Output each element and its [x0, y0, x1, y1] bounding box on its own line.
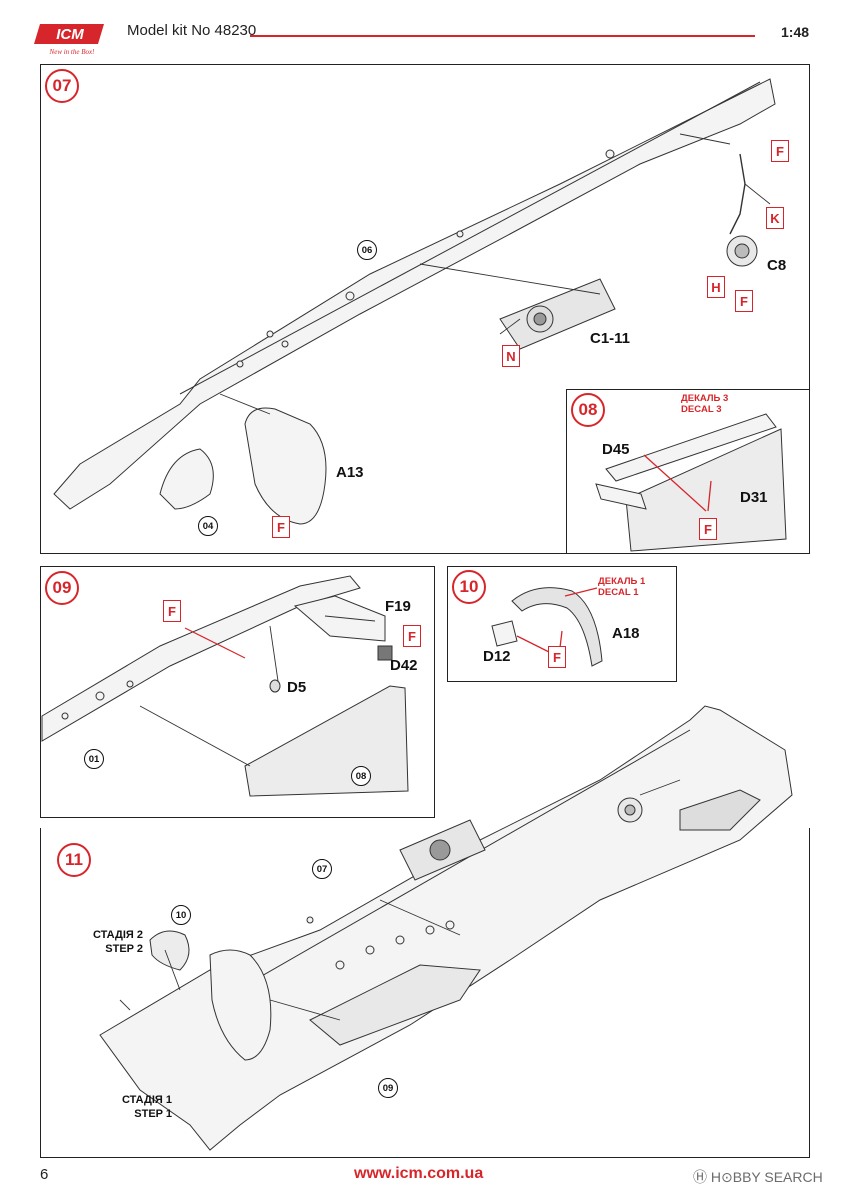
- watermark: Ⓗ H⊙BBY SEARCH: [693, 1169, 823, 1185]
- step-08-drawing: [595, 413, 787, 552]
- step-07-badge: 07: [45, 69, 79, 103]
- step-10-panel: [447, 566, 677, 682]
- svg-text:New in the Box!: New in the Box!: [49, 48, 96, 56]
- ref-01-badge: 01: [84, 749, 104, 769]
- decal-label-en: DECAL 3: [681, 404, 722, 415]
- ref-07-badge: 07: [312, 859, 332, 879]
- stage-2-label-uk: СТАДІЯ 2: [92, 929, 143, 941]
- ref-06-badge: 06: [357, 240, 377, 260]
- step-11-badge: 11: [57, 843, 91, 877]
- page-number: 6: [40, 1166, 49, 1183]
- step-11-panel: [40, 828, 810, 1158]
- part-label-f19: F19: [385, 598, 411, 615]
- part-tag-f: F: [548, 646, 566, 668]
- step-07-panel: [40, 64, 810, 554]
- decal-label-uk: ДЕКАЛЬ 1: [598, 576, 646, 587]
- ref-08-badge: 08: [351, 766, 371, 786]
- stage-1-label-uk: СТАДІЯ 1: [121, 1094, 172, 1106]
- kit-scale: 1:48: [781, 24, 810, 40]
- part-tag-f: F: [163, 600, 181, 622]
- ref-04-badge: 04: [198, 516, 218, 536]
- part-tag-n: N: [502, 345, 520, 367]
- website-link[interactable]: www.icm.com.ua: [354, 1165, 484, 1182]
- part-label-a18: A18: [612, 625, 640, 642]
- part-tag-k: K: [766, 207, 784, 229]
- part-tag-h: H: [707, 276, 725, 298]
- part-tag-f: F: [699, 518, 717, 540]
- ref-10-badge: 10: [171, 905, 191, 925]
- step-07-drawing: [53, 78, 776, 525]
- decal-label-en: DECAL 1: [598, 587, 639, 598]
- part-tag-f: F: [771, 140, 789, 162]
- part-label-a13: A13: [336, 464, 364, 481]
- part-tag-f: F: [272, 516, 290, 538]
- step-10-badge: 10: [452, 570, 486, 604]
- step-09-badge: 09: [45, 571, 79, 605]
- part-label-c1-11: C1-11: [590, 330, 631, 347]
- svg-text:ICM: ICM: [56, 26, 84, 43]
- kit-title: Model kit No 48230: [127, 22, 257, 39]
- step-08-badge: 08: [571, 393, 605, 427]
- part-label-d5: D5: [287, 679, 307, 696]
- ref-09-badge: 09: [378, 1078, 398, 1098]
- part-label-d12: D12: [483, 648, 511, 665]
- part-label-d31: D31: [740, 489, 768, 506]
- icm-logo: ICM New in the Box!: [34, 24, 104, 56]
- step-11-drawing: [99, 705, 793, 1151]
- part-tag-f: F: [403, 625, 421, 647]
- part-label-d42: D42: [390, 657, 418, 674]
- part-label-d45: D45: [602, 441, 630, 458]
- part-label-c8: C8: [767, 257, 787, 274]
- stage-1-label-en: STEP 1: [134, 1108, 172, 1120]
- stage-2-label-en: STEP 2: [105, 943, 143, 955]
- decal-label-uk: ДЕКАЛЬ 3: [681, 393, 729, 404]
- header-rule: [250, 35, 755, 37]
- part-tag-f: F: [735, 290, 753, 312]
- step-09-panel: [40, 566, 435, 818]
- step-10-drawing: [491, 587, 603, 667]
